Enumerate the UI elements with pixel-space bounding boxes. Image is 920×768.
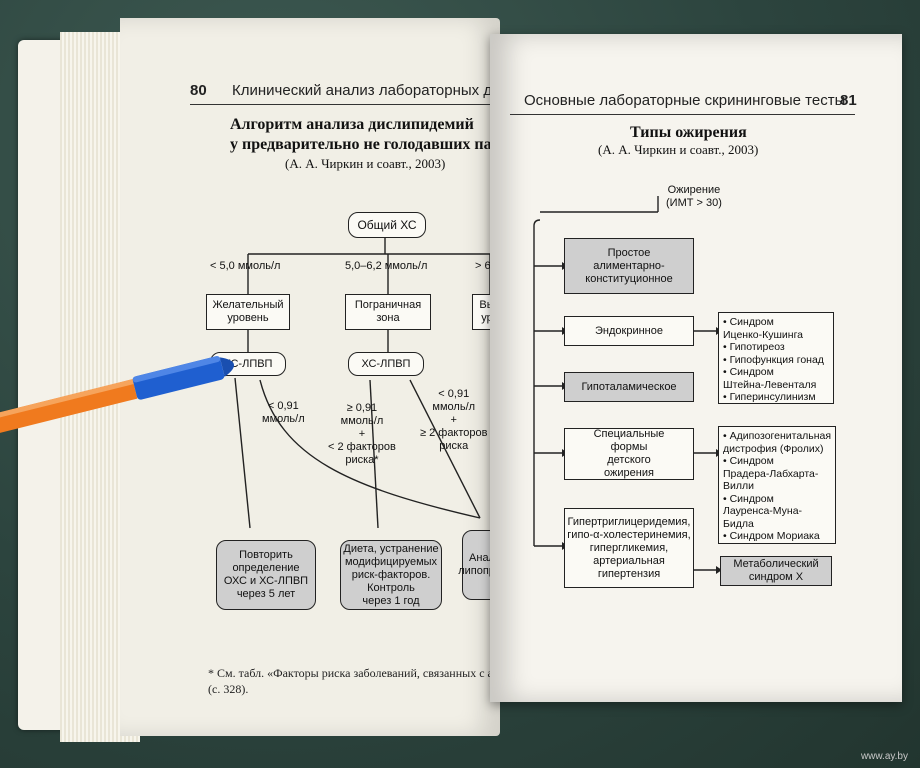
- outcome-diet: Диета, устранение модифицируемых риск-фа…: [340, 540, 442, 610]
- list-item: дистрофия (Фролих): [723, 442, 824, 455]
- pencil: [0, 356, 234, 440]
- list-item: • Синдром Мориака: [723, 530, 820, 542]
- edge-label-many-risk: < 0,91 ммоль/л + ≥ 2 факторов риска: [420, 388, 488, 452]
- right-flow-lines: [533, 196, 722, 574]
- list-item: Вилли: [723, 480, 754, 492]
- left-page-number: 80: [190, 82, 207, 99]
- edge-label-low-hdl: < 0,91 ммоль/л: [262, 400, 305, 425]
- right-title: Типы ожирения: [630, 124, 747, 141]
- list-item: • Синдром: [723, 455, 774, 467]
- list-item: • Синдром: [723, 366, 774, 378]
- list-item: • Адипозогенитальная: [723, 430, 832, 442]
- left-page: 80 Клинический анализ лабораторных данн …: [120, 18, 542, 736]
- branch-label-low: < 5,0 ммоль/л: [210, 260, 281, 272]
- list-item: • Гиперинсулинизм: [723, 391, 816, 403]
- left-running-head: Клинический анализ лабораторных данн: [232, 82, 517, 99]
- obesity-root: Ожирение (ИМТ > 30): [666, 184, 722, 209]
- watermark: www.ay.by: [860, 751, 908, 762]
- type-hypothalamic: Гипоталамическое: [564, 372, 694, 402]
- right-head-rule: [510, 114, 855, 115]
- pencil-barrel-icon: [0, 379, 138, 440]
- type-childhood: Специальные формы детского ожирения: [564, 428, 694, 480]
- pencil-cap-icon: [132, 356, 225, 400]
- left-footnote-line2: (с. 328).: [208, 682, 249, 696]
- endocrine-list: • Синдром Иценко-Кушинга • Гипотиреоз • …: [718, 312, 834, 404]
- list-item: Бидла: [723, 517, 754, 530]
- list-item: • Гипотиреоз: [723, 341, 785, 353]
- left-subtitle: (А. А. Чиркин и соавт., 2003): [285, 156, 446, 171]
- type-simple: Простое алиментарно- конституционное: [564, 238, 694, 294]
- total-cholesterol-node: Общий ХС: [348, 212, 426, 238]
- list-item: • Синдром: [723, 316, 774, 328]
- edge-label-few-risk: ≥ 0,91 ммоль/л + < 2 факторов риска*: [328, 402, 396, 466]
- childhood-list: • Адипозогенитальная дистрофия (Фролих) …: [718, 426, 836, 544]
- list-item: Штейна-Левенталя: [723, 378, 817, 391]
- branch-label-mid: 5,0–6,2 ммоль/л: [345, 260, 428, 272]
- hdl-node-left: ХС-ЛПВП: [210, 352, 286, 376]
- left-footnote-line1: * См. табл. «Факторы риска заболеваний, …: [208, 666, 521, 680]
- left-title-line2: у предварительно не голодавших пациенто: [230, 136, 543, 153]
- list-item: • Синдром: [723, 492, 774, 505]
- right-page: Основные лабораторные скрининговые тесты…: [490, 34, 902, 702]
- list-item: • Гипофункция гонад: [723, 353, 824, 366]
- right-subtitle: (А. А. Чиркин и соавт., 2003): [598, 142, 759, 157]
- list-item: Иценко-Кушинга: [723, 328, 804, 341]
- right-page-number: 81: [840, 92, 857, 109]
- left-head-rule: [190, 104, 490, 105]
- metabolic-syndrome-x: Метаболический синдром Х: [720, 556, 832, 586]
- list-item: Прадера-Лабхарта-: [723, 467, 819, 480]
- type-metabolic-features: Гипертриглицеридемия, гипо-α-холестерине…: [564, 508, 694, 588]
- hdl-node-right: ХС-ЛПВП: [348, 352, 424, 376]
- left-flow-lines: [234, 238, 491, 529]
- desirable-level-node: Желательный уровень: [206, 294, 290, 330]
- left-title-line1: Алгоритм анализа дислипидемий: [230, 116, 474, 133]
- right-running-head: Основные лабораторные скрининговые тесты: [524, 92, 846, 109]
- list-item: Лауренса-Муна-: [723, 505, 803, 517]
- borderline-zone-node: Пограничная зона: [345, 294, 431, 330]
- outcome-repeat-5y: Повторить определение ОХС и ХС-ЛПВП чере…: [216, 540, 316, 610]
- type-endocrine: Эндокринное: [564, 316, 694, 346]
